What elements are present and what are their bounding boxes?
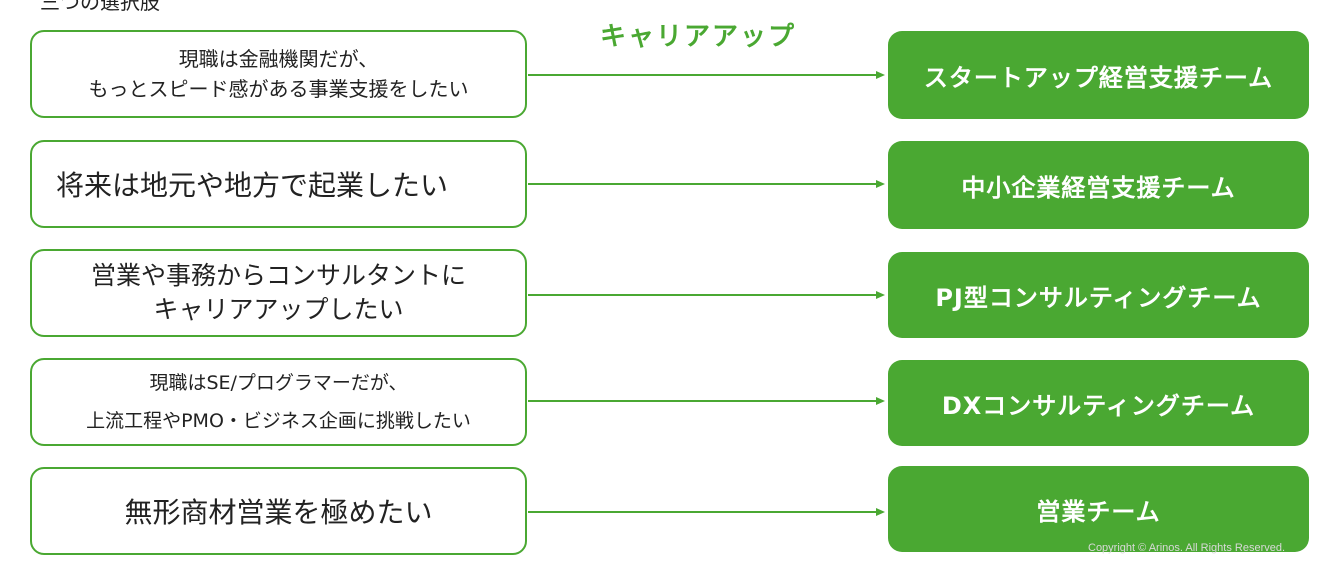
wish-box: 現職はSE/プログラマーだが、 上流工程やPMO・ビジネス企画に挑戦したい — [30, 358, 527, 446]
arrowhead-icon — [876, 180, 885, 188]
wish-line: キャリアアップしたい — [153, 295, 404, 324]
arrow-line — [528, 183, 878, 185]
copyright-notice: Copyright © Arinos. All Rights Reserved. — [1088, 542, 1286, 554]
arrowhead-icon — [876, 397, 885, 405]
arrow-line — [528, 294, 878, 296]
wish-line: 営業や事務からコンサルタントに — [90, 261, 466, 290]
wish-box: 営業や事務からコンサルタントに キャリアアップしたい — [30, 249, 527, 337]
wish-line: 現職はSE/プログラマーだが、 — [149, 372, 408, 394]
wish-box: 現職は金融機関だが、 もっとスピード感がある事業支援をしたい — [30, 30, 527, 118]
team-box: PJ型コンサルティングチーム — [888, 252, 1309, 338]
team-box: 営業チーム — [888, 466, 1309, 552]
wish-line: 上流工程やPMO・ビジネス企画に挑戦したい — [86, 410, 471, 432]
wish-line: 無形商材営業を極めたい — [124, 496, 433, 529]
team-box: DXコンサルティングチーム — [888, 360, 1309, 446]
wish-line: もっとスピード感がある事業支援をしたい — [88, 77, 469, 101]
arrow-line — [528, 74, 878, 76]
top-cutoff-text: 三つの選択肢 — [40, 0, 160, 14]
team-box: スタートアップ経営支援チーム — [888, 31, 1309, 119]
wish-line: 将来は地元や地方で起業したい — [56, 169, 449, 202]
wish-box: 無形商材営業を極めたい — [30, 467, 527, 555]
career-up-heading: キャリアアップ — [600, 22, 797, 52]
arrow-line — [528, 511, 878, 513]
arrow-line — [528, 400, 878, 402]
wish-box: 将来は地元や地方で起業したい — [30, 140, 527, 228]
team-box: 中小企業経営支援チーム — [888, 141, 1309, 229]
arrowhead-icon — [876, 508, 885, 516]
arrowhead-icon — [876, 71, 885, 79]
arrowhead-icon — [876, 291, 885, 299]
wish-line: 現職は金融機関だが、 — [178, 47, 379, 71]
